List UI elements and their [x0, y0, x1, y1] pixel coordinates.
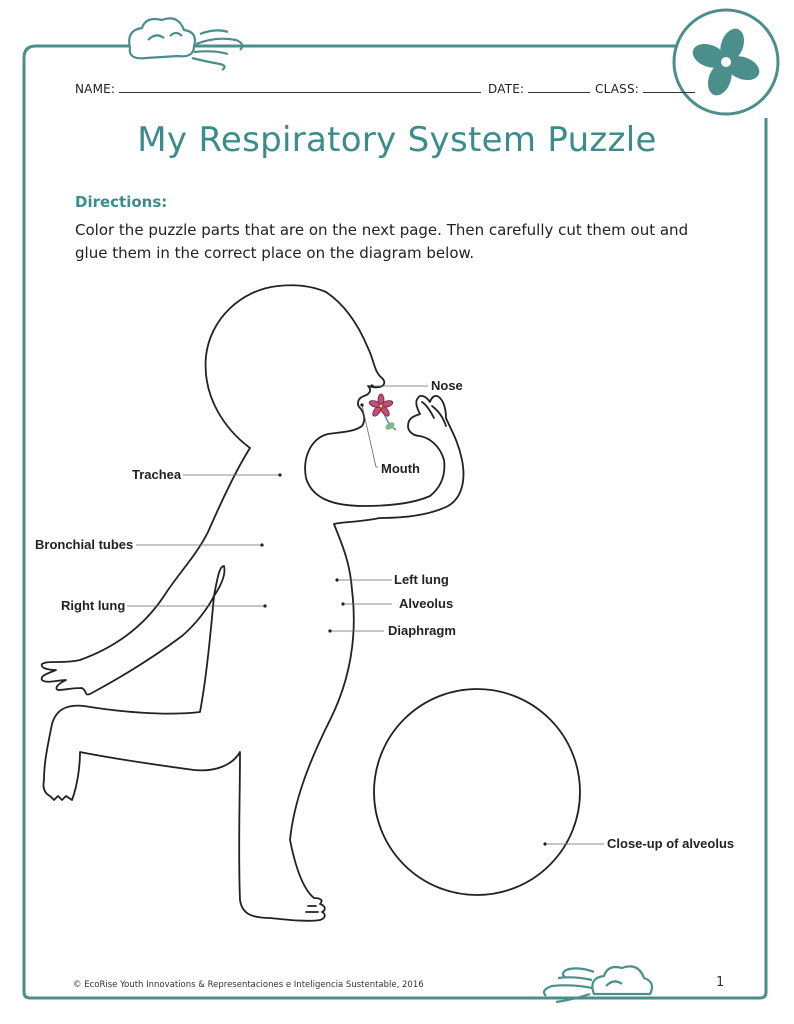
name-field[interactable]: NAME: — [75, 82, 482, 96]
fan-icon — [672, 8, 780, 116]
flower-icon — [368, 393, 397, 431]
page-number: 1 — [716, 975, 725, 990]
cloud-wind-icon — [128, 17, 244, 71]
label-bronchial-tubes: Bronchial tubes — [35, 537, 134, 552]
date-field[interactable]: DATE: — [488, 82, 591, 96]
class-line[interactable] — [643, 82, 696, 93]
class-field[interactable]: CLASS: — [595, 82, 696, 96]
cloud-wind-icon — [542, 965, 654, 1004]
directions-text: Color the puzzle parts that are on the n… — [75, 221, 689, 262]
label-nose: Nose — [431, 378, 463, 393]
name-label: NAME: — [75, 82, 116, 96]
date-label: DATE: — [488, 82, 525, 96]
label-closeup-alveolus: Close-up of alveolus — [607, 836, 735, 851]
alveolus-closeup-circle — [373, 688, 581, 896]
class-label: CLASS: — [595, 82, 640, 96]
label-mouth: Mouth — [381, 461, 420, 476]
date-line[interactable] — [528, 82, 591, 93]
label-trachea: Trachea — [132, 467, 182, 482]
page-title: My Respiratory System Puzzle — [137, 120, 657, 160]
label-right-lung: Right lung — [61, 598, 126, 613]
copyright-text: © EcoRise Youth Innovations & Representa… — [73, 980, 424, 990]
label-diaphragm: Diaphragm — [388, 623, 456, 638]
name-line[interactable] — [119, 82, 482, 93]
label-left-lung: Left lung — [394, 572, 449, 587]
directions-heading: Directions: — [75, 193, 168, 211]
label-alveolus: Alveolus — [399, 596, 454, 611]
body-outline — [40, 284, 465, 922]
